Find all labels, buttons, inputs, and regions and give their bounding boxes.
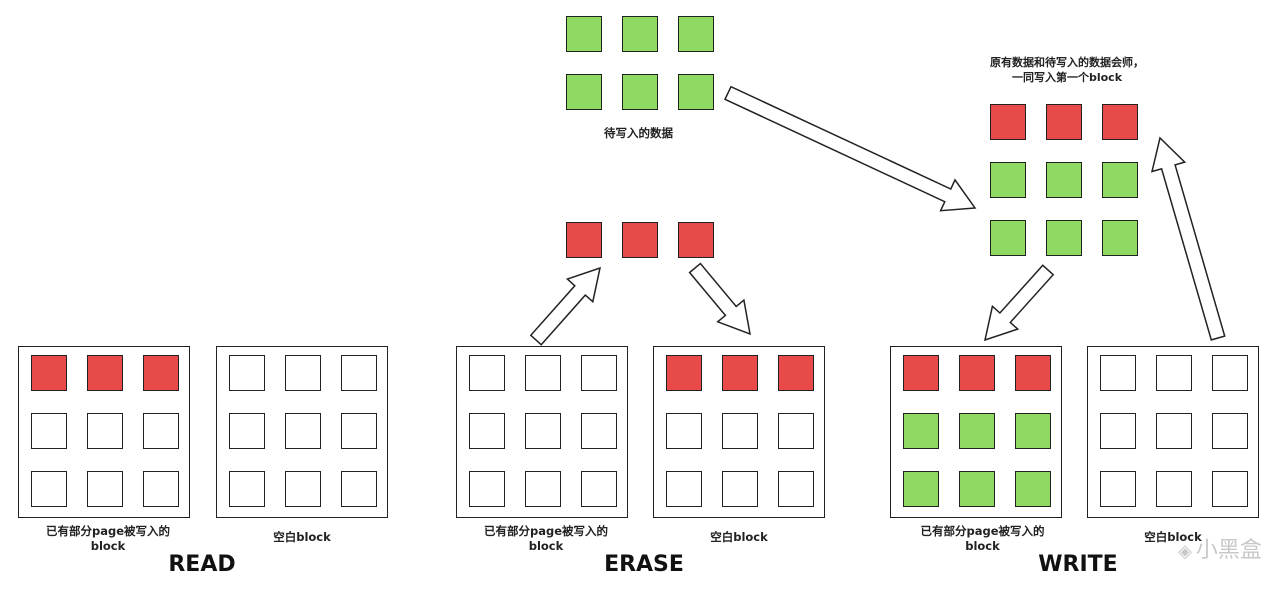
page-cell xyxy=(1046,220,1082,256)
page-cell xyxy=(341,471,377,507)
page-cell xyxy=(469,355,505,391)
page-cell xyxy=(678,16,714,52)
page-cell xyxy=(566,16,602,52)
page-cell xyxy=(678,222,714,258)
page-cell xyxy=(622,222,658,258)
phase-write-title: WRITE xyxy=(1038,552,1118,577)
page-cell xyxy=(1212,471,1248,507)
arrow-pending-to-combined-icon xyxy=(723,85,977,212)
arrow-combined-to-write-icon xyxy=(983,264,1055,342)
page-cell xyxy=(1156,413,1192,449)
page-cell xyxy=(285,355,321,391)
page-cell xyxy=(1102,104,1138,140)
write-empty-label: 空白block xyxy=(1144,530,1202,544)
page-cell xyxy=(285,471,321,507)
page-cell xyxy=(1015,471,1051,507)
page-cell xyxy=(1212,413,1248,449)
page-cell xyxy=(903,413,939,449)
pending-data-label: 待写入的数据 xyxy=(604,126,673,140)
page-cell xyxy=(990,104,1026,140)
page-cell xyxy=(1100,355,1136,391)
page-cell xyxy=(31,413,67,449)
page-cell xyxy=(341,355,377,391)
page-cell xyxy=(678,74,714,110)
page-cell xyxy=(285,413,321,449)
page-cell xyxy=(525,471,561,507)
page-cell xyxy=(666,355,702,391)
page-cell xyxy=(87,413,123,449)
page-cell xyxy=(622,16,658,52)
page-cell xyxy=(990,162,1026,198)
page-cell xyxy=(1015,355,1051,391)
page-cell xyxy=(959,413,995,449)
page-cell xyxy=(959,471,995,507)
page-cell xyxy=(778,471,814,507)
page-cell xyxy=(341,413,377,449)
page-cell xyxy=(903,471,939,507)
page-cell xyxy=(469,471,505,507)
page-cell xyxy=(1102,162,1138,198)
page-cell xyxy=(1156,355,1192,391)
page-cell xyxy=(469,413,505,449)
page-cell xyxy=(1046,104,1082,140)
page-cell xyxy=(666,471,702,507)
page-cell xyxy=(525,413,561,449)
page-cell xyxy=(722,413,758,449)
page-cell xyxy=(566,74,602,110)
page-cell xyxy=(143,355,179,391)
phase-read-title: READ xyxy=(168,552,236,577)
page-cell xyxy=(229,471,265,507)
page-cell xyxy=(903,355,939,391)
page-cell xyxy=(1100,413,1136,449)
page-cell xyxy=(666,413,702,449)
page-cell xyxy=(229,413,265,449)
page-cell xyxy=(722,355,758,391)
page-cell xyxy=(1100,471,1136,507)
page-cell xyxy=(959,355,995,391)
combine-note-label: 原有数据和待写入的数据会师， 一同写入第一个block xyxy=(990,56,1144,84)
erase-partial-label: 已有部分page被写入的 block xyxy=(483,524,609,553)
read-empty-label: 空白block xyxy=(273,530,331,544)
page-cell xyxy=(1212,355,1248,391)
arrow-empty-to-combined-icon xyxy=(1150,136,1226,341)
page-cell xyxy=(31,471,67,507)
page-cell xyxy=(581,355,617,391)
page-cell xyxy=(778,413,814,449)
page-cell xyxy=(31,355,67,391)
write-partial-label: 已有部分page被写入的 block xyxy=(920,524,1045,553)
watermark-logo-icon: ◈ xyxy=(1178,541,1192,562)
arrow-read-to-row-icon xyxy=(529,266,602,346)
page-cell xyxy=(87,355,123,391)
page-cell xyxy=(581,471,617,507)
page-cell xyxy=(1102,220,1138,256)
arrow-row-to-erase-icon xyxy=(688,262,751,336)
read-partial-label: 已有部分page被写入的 block xyxy=(45,524,171,553)
page-cell xyxy=(778,355,814,391)
page-cell xyxy=(1156,471,1192,507)
page-cell xyxy=(990,220,1026,256)
watermark: ◈小黑盒 xyxy=(1170,532,1270,564)
erase-empty-label: 空白block xyxy=(710,530,768,544)
page-cell xyxy=(622,74,658,110)
page-cell xyxy=(581,413,617,449)
watermark-text: 小黑盒 xyxy=(1195,538,1262,563)
page-cell xyxy=(229,355,265,391)
page-cell xyxy=(1046,162,1082,198)
phase-erase-title: ERASE xyxy=(604,552,684,577)
page-cell xyxy=(525,355,561,391)
page-cell xyxy=(566,222,602,258)
page-cell xyxy=(1015,413,1051,449)
page-cell xyxy=(87,471,123,507)
page-cell xyxy=(722,471,758,507)
page-cell xyxy=(143,471,179,507)
page-cell xyxy=(143,413,179,449)
